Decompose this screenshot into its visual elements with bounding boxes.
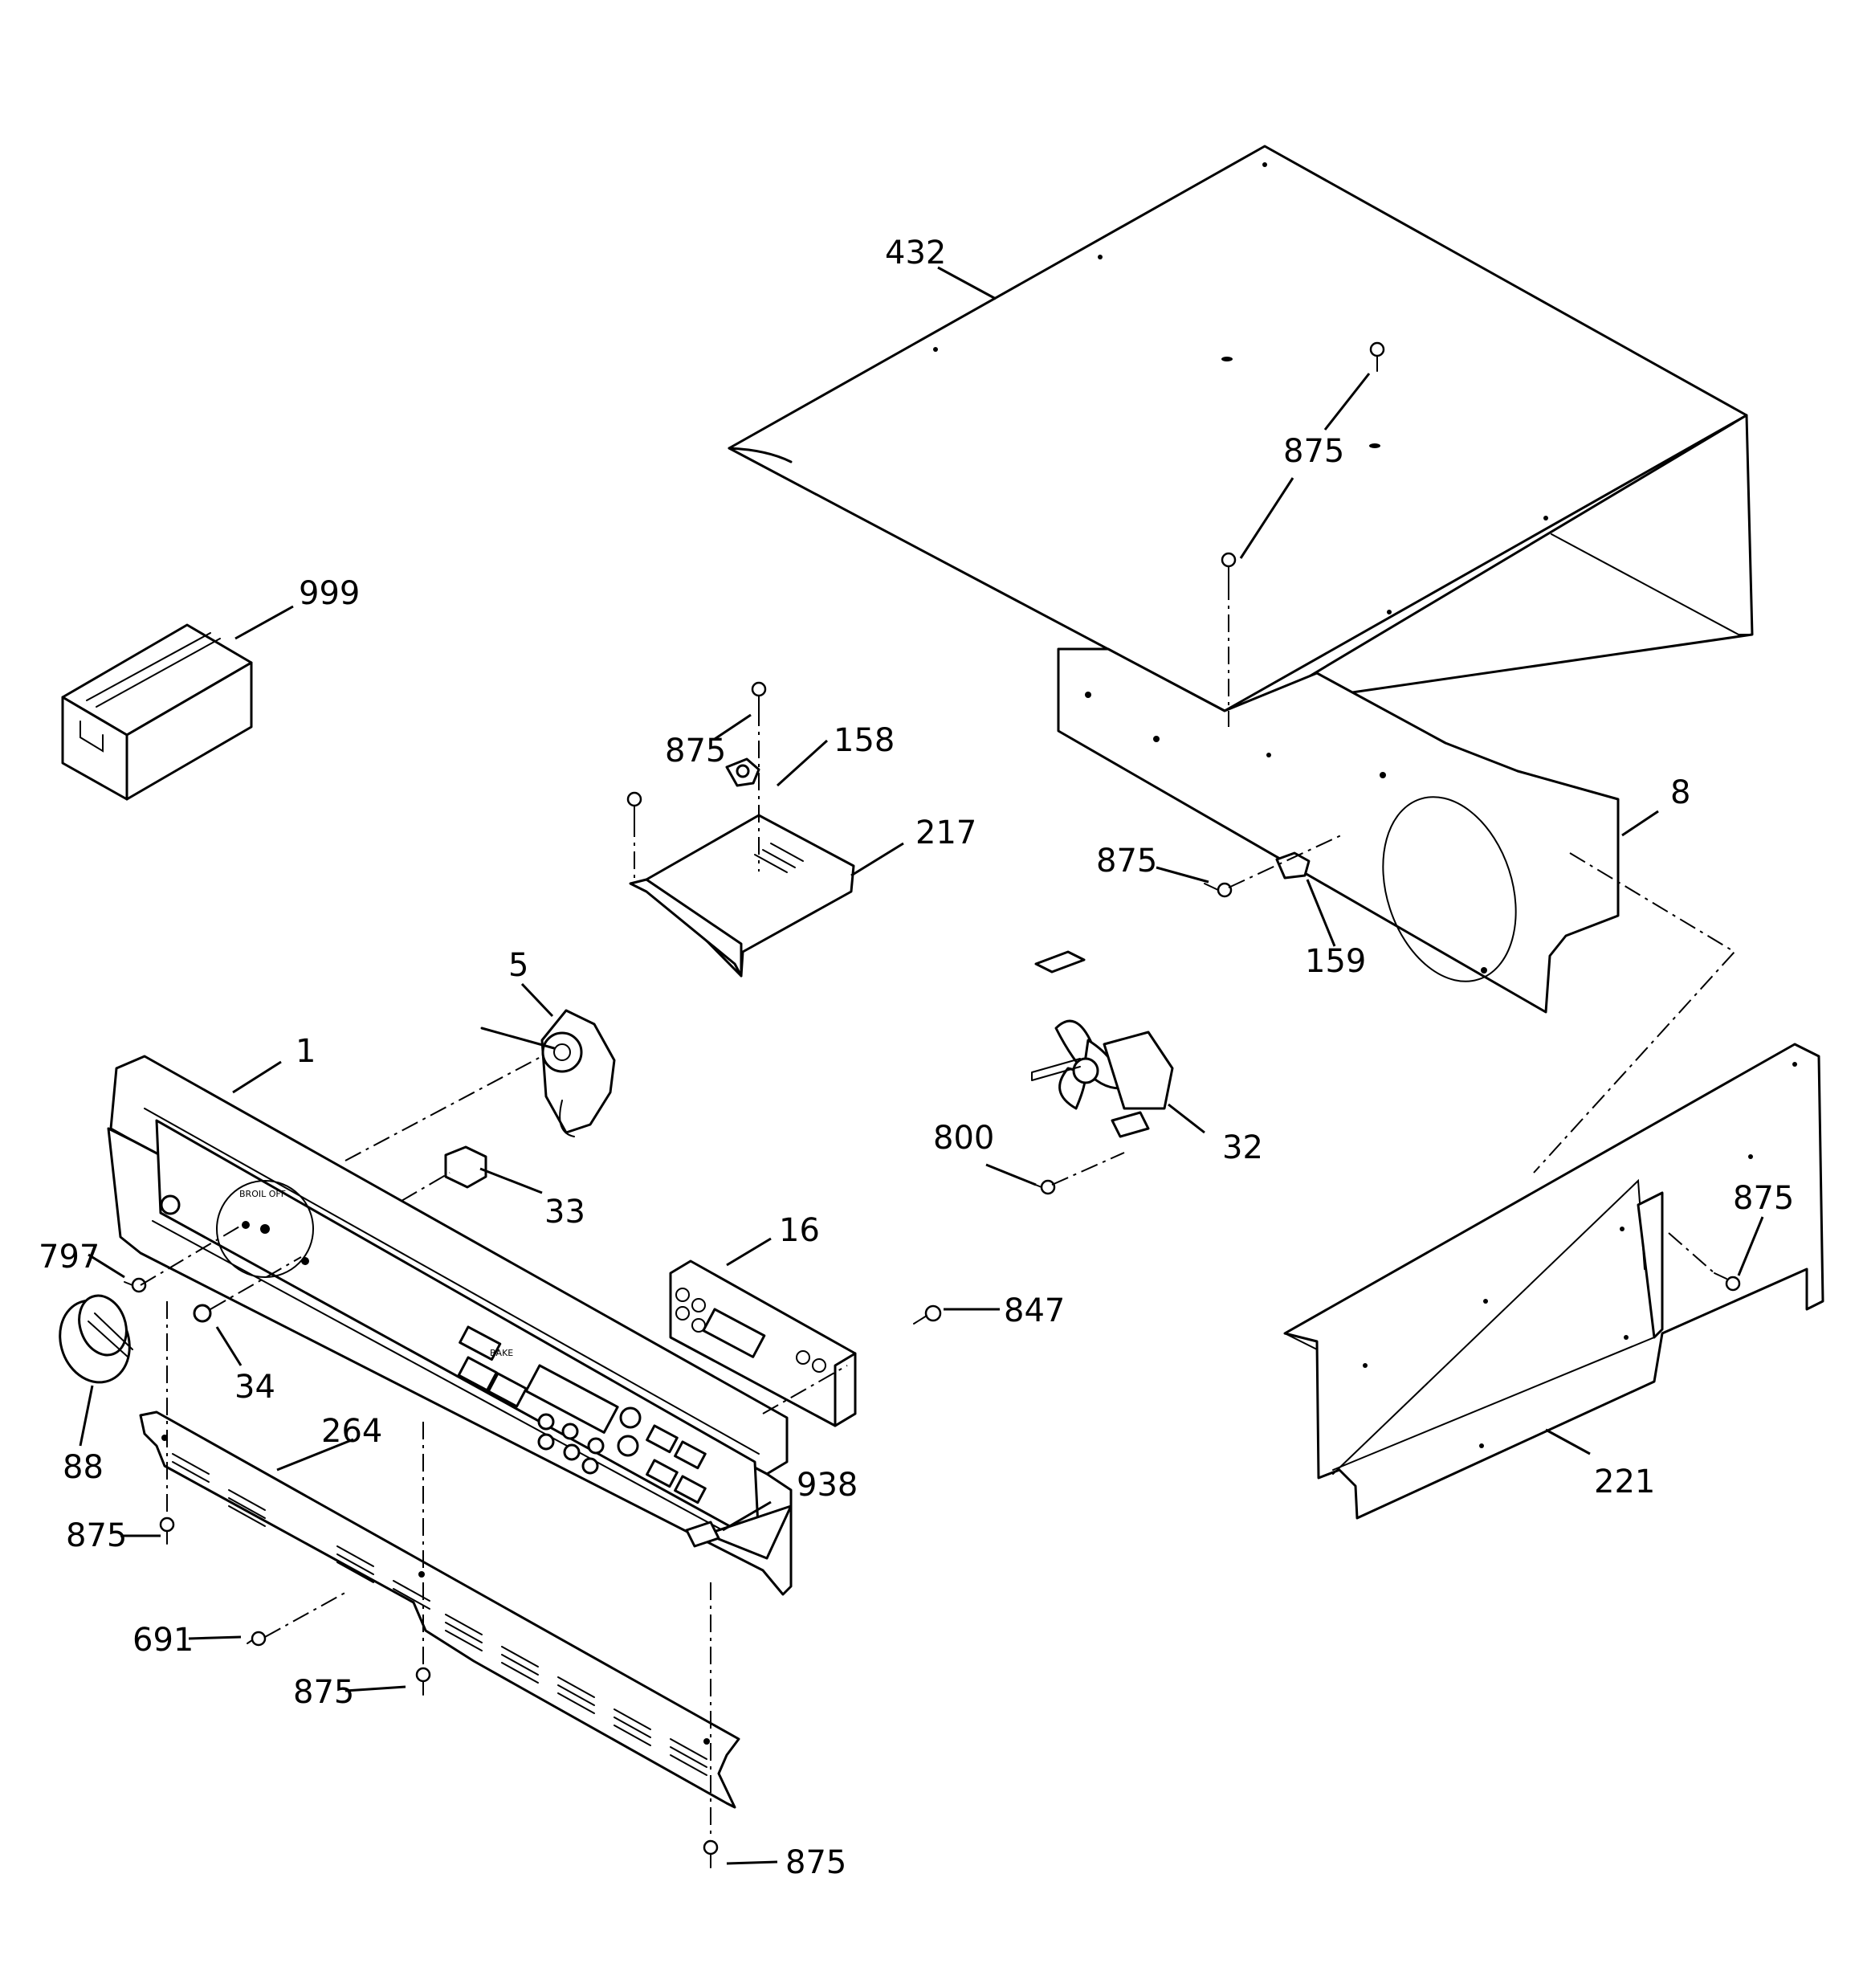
screw-875-top-1 xyxy=(1369,341,1385,372)
fan-housing-8 xyxy=(1057,647,1620,1014)
callout-875-top: 875 xyxy=(1283,433,1344,470)
callout-217: 217 xyxy=(915,814,976,851)
callout-875-fan: 875 xyxy=(1096,843,1157,880)
callout-32: 32 xyxy=(1222,1129,1263,1166)
callout-5: 5 xyxy=(508,947,528,984)
callout-8: 8 xyxy=(1670,774,1690,811)
callout-88: 88 xyxy=(63,1449,104,1486)
callout-34: 34 xyxy=(234,1369,275,1406)
callout-875-bracket: 875 xyxy=(665,733,726,769)
literature-box-999 xyxy=(61,623,253,801)
indicator-34 xyxy=(193,1304,212,1323)
callout-847: 847 xyxy=(1004,1292,1065,1329)
dial-text: BROIL OFF xyxy=(239,1189,286,1199)
callout-999: 999 xyxy=(299,575,360,612)
vent-trim-264 xyxy=(139,1410,740,1809)
top-panel-432 xyxy=(728,145,1754,729)
thermostat-158 xyxy=(725,757,760,787)
callout-33: 33 xyxy=(544,1194,585,1231)
clip-938 xyxy=(685,1521,720,1548)
callout-16: 16 xyxy=(779,1212,820,1249)
screw-875-top-2 xyxy=(1221,552,1237,583)
thermostat-159 xyxy=(1275,851,1311,880)
leader-lines xyxy=(79,266,1764,1865)
control-panel-1: BROIL OFF BAKE xyxy=(107,1055,793,1596)
motor-5 xyxy=(480,1009,616,1137)
callout-797: 797 xyxy=(39,1239,100,1276)
callout-432: 432 xyxy=(885,235,946,271)
screw-847 xyxy=(913,1304,942,1325)
screw-875-bracket-2 xyxy=(626,791,642,820)
switch-33 xyxy=(444,1145,487,1189)
callout-875-right: 875 xyxy=(1733,1180,1794,1217)
bake-text: BAKE xyxy=(490,1348,513,1358)
screw-875-left xyxy=(159,1517,175,1545)
screw-875-right xyxy=(1714,1272,1741,1292)
screw-875-bottom xyxy=(703,1839,719,1868)
callout-1: 1 xyxy=(296,1033,316,1070)
callout-221: 221 xyxy=(1594,1463,1655,1500)
screw-691 xyxy=(247,1631,267,1647)
screw-875-fan xyxy=(1204,882,1233,898)
control-board-16 xyxy=(669,1259,857,1427)
screws xyxy=(124,341,1741,1868)
fan-motor-32 xyxy=(1031,950,1174,1138)
callout-938: 938 xyxy=(797,1467,858,1504)
callout-264: 264 xyxy=(321,1413,382,1450)
screw-797 xyxy=(124,1277,147,1293)
callout-875-left: 875 xyxy=(66,1517,127,1554)
callout-158: 158 xyxy=(834,722,895,759)
callout-875-mid: 875 xyxy=(293,1674,354,1711)
screw-875-mid xyxy=(415,1667,431,1696)
screw-875-bracket-1 xyxy=(751,681,767,709)
knob-88 xyxy=(59,1294,133,1384)
callouts: 432 875 999 875 158 217 8 875 159 5 1 32… xyxy=(39,235,1794,1881)
callout-691: 691 xyxy=(132,1622,194,1659)
callout-875-bottom: 875 xyxy=(785,1844,846,1881)
callout-159: 159 xyxy=(1305,943,1366,980)
callout-800: 800 xyxy=(933,1120,994,1157)
side-panel-221 xyxy=(1283,1043,1824,1520)
assembly-lines xyxy=(140,582,1736,1839)
bracket-217 xyxy=(629,814,855,978)
